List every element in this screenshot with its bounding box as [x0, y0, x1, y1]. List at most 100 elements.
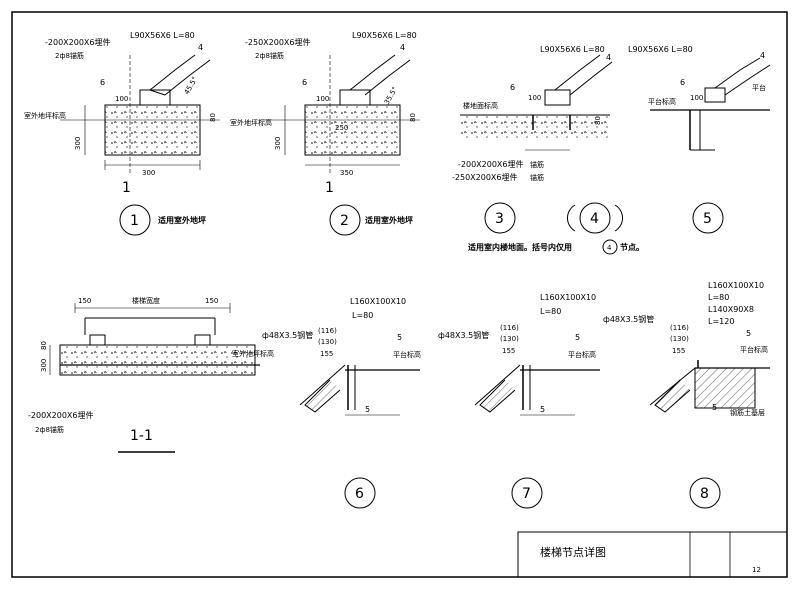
detail-marker-2 — [329, 204, 361, 236]
label-angle-l160: L160X100X10 — [708, 281, 764, 290]
label-platform: 平台标高 — [648, 97, 676, 106]
detail-6: ф48X3.5钢管 L160X100X10 L=80 (116) (130) 1… — [262, 297, 421, 509]
dim-150-right: 150 — [205, 297, 218, 305]
page-number: 12 — [752, 566, 761, 574]
dim-5: 5 — [397, 333, 402, 342]
label-angle-l90: L90X56X6 L=80 — [130, 31, 195, 40]
dim-80: 80 — [40, 341, 48, 350]
dim-5-bottom: 5 — [365, 405, 370, 414]
label-l-80: L=80 — [352, 311, 373, 320]
label-platform: 平台标高 — [568, 350, 596, 359]
detail-1: -200X200X6埋件 2ф8锚筋 L90X56X6 L=80 室外地坪标高 … — [24, 31, 220, 236]
note-ref-marker — [602, 239, 618, 255]
detail-marker-4 — [579, 202, 611, 234]
dim-116: (116) — [500, 324, 519, 332]
label-anchor: 2ф8锚筋 — [255, 51, 284, 60]
dim-300-height: 300 — [274, 137, 282, 150]
label-plate-200-c: -200X200X6埋件 — [28, 410, 93, 420]
note-34-a: 适用室内楼地面。括号内仅用 — [468, 242, 572, 252]
label-angle-l160: L160X100X10 — [350, 297, 406, 306]
label-pipe: ф48X3.5钢管 — [438, 330, 489, 340]
floor-slab — [460, 115, 610, 140]
detail-5: L90X56X6 L=80 平台标高 平台 100 6 4 5 — [628, 45, 771, 234]
label-angle-l90: L90X56X6 L=80 — [540, 45, 605, 54]
dim-6: 6 — [100, 78, 105, 87]
label-l-80: L=80 — [540, 307, 561, 316]
label-angle-l90: L90X56X6 L=80 — [352, 31, 417, 40]
label-pipe: ф48X3.5钢管 — [262, 330, 313, 340]
label-floor-ground: 室外地坪标高 — [232, 349, 274, 358]
dim-4: 4 — [760, 51, 765, 60]
foundation-beam — [59, 344, 256, 376]
detail-id-2: 2 — [340, 213, 349, 229]
dim-100: 100 — [115, 95, 128, 103]
detail-id-1: 1 — [130, 213, 139, 229]
detail-3-4: L90X56X6 L=80 楼地面标高 100 6 4 80 -200X200X… — [452, 45, 644, 255]
label-platform: 平台标高 — [740, 345, 768, 354]
detail-8: ф48X3.5钢管 L160X100X10 L=80 L140X90X8 L=1… — [603, 281, 770, 509]
dim-130: (130) — [500, 335, 519, 343]
footing-block — [104, 104, 201, 156]
cut-mark: 1 — [325, 180, 334, 196]
label-anchor: 2ф8锚筋 — [35, 425, 64, 434]
detail-marker-7 — [511, 477, 543, 509]
dim-6: 6 — [680, 78, 685, 87]
footing-block — [304, 104, 401, 156]
dim-80: 80 — [409, 113, 417, 122]
label-plate-250: -250X200X6埋件 — [245, 37, 310, 47]
label-floor-ground: 室外地坪标高 — [230, 118, 272, 127]
dim-5: 5 — [746, 329, 751, 338]
label-plate-250-b: -250X200X6埋件 — [452, 172, 517, 182]
label-angle-l160: L160X100X10 — [540, 293, 596, 302]
detail-caption-1: 适用室外地坪 — [158, 215, 206, 225]
concrete-base — [694, 367, 756, 409]
sheet-title: 楼梯节点详图 — [540, 545, 606, 559]
dim-6: 6 — [302, 78, 307, 87]
dim-5: 5 — [575, 333, 580, 342]
label-pipe: ф48X3.5钢管 — [603, 314, 654, 324]
detail-7: ф48X3.5钢管 L160X100X10 L=80 (116) (130) 1… — [438, 293, 600, 509]
label-anchor: 2ф8锚筋 — [55, 51, 84, 60]
label-platform-right: 平台 — [752, 83, 766, 92]
label-angle-l90: L90X56X6 L=80 — [628, 45, 693, 54]
label-plate-200: -200X200X6埋件 — [45, 37, 110, 47]
label-stair-width: 楼梯宽度 — [132, 296, 160, 305]
dim-300-width: 300 — [142, 169, 155, 177]
dim-6: 6 — [510, 83, 515, 92]
note-ref-id: 4 — [607, 244, 612, 252]
angle-35: 35.5° — [383, 85, 399, 106]
dim-155: 155 — [672, 347, 685, 355]
dim-5-bottom: 5 — [540, 405, 545, 414]
dim-4: 4 — [400, 43, 405, 52]
dim-130: (130) — [670, 335, 689, 343]
dim-100: 100 — [690, 94, 703, 102]
section-label: 1-1 — [130, 428, 153, 444]
label-l-120: L=120 — [708, 317, 734, 326]
detail-id-3: 3 — [495, 211, 504, 227]
dim-150-left: 150 — [78, 297, 91, 305]
detail-marker-1 — [119, 204, 151, 236]
dim-100: 100 — [528, 94, 541, 102]
detail-id-7: 7 — [522, 486, 531, 502]
dim-5-bottom: 5 — [712, 403, 717, 412]
detail-id-6: 6 — [355, 486, 364, 502]
detail-id-8: 8 — [700, 486, 709, 502]
title-block: 楼梯节点详图 12 — [517, 531, 788, 578]
detail-marker-5 — [692, 202, 724, 234]
label-plate-200-b: -200X200X6埋件 — [458, 159, 523, 169]
detail-id-4: 4 — [590, 211, 599, 227]
dim-80: 80 — [594, 116, 602, 125]
detail-marker-6 — [344, 477, 376, 509]
dim-300-height: 300 — [40, 359, 48, 372]
section-1-1: 150 楼梯宽度 150 室外地坪标高 300 80 -200X200X6埋件 … — [28, 296, 274, 453]
label-concrete: 钢筋土基层 — [730, 408, 765, 417]
dim-250: 250 — [335, 124, 348, 132]
dim-4: 4 — [606, 53, 611, 62]
detail-id-5: 5 — [703, 211, 712, 227]
dim-116: (116) — [670, 324, 689, 332]
dim-4: 4 — [198, 43, 203, 52]
dim-300-height: 300 — [74, 137, 82, 150]
sheet-border — [11, 11, 788, 578]
label-platform: 平台标高 — [393, 350, 421, 359]
dim-155: 155 — [320, 350, 333, 358]
